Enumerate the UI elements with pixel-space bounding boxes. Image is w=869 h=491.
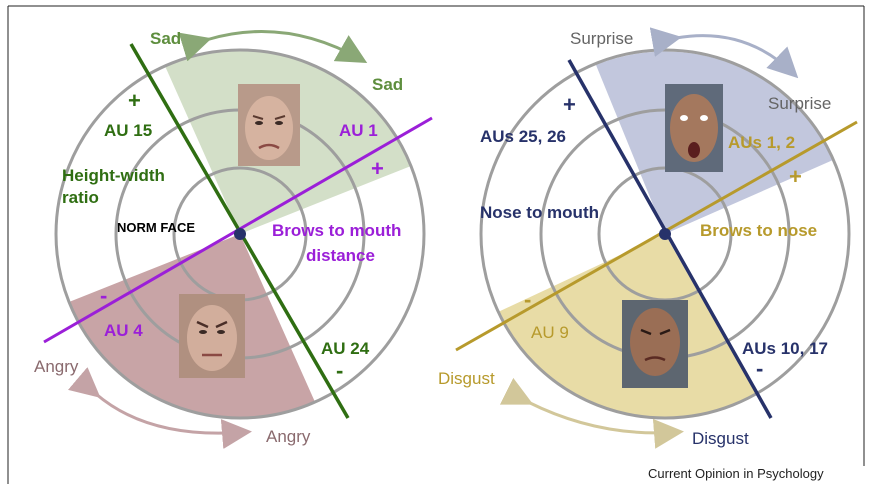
- norm-face-point: [234, 228, 246, 240]
- ratio-label: ratio: [62, 188, 99, 207]
- angry-face-photo: [179, 294, 245, 378]
- surprise-arrow: [649, 27, 799, 79]
- au15-label: AU 15: [104, 121, 152, 140]
- minus-purple-sign: -: [100, 283, 107, 308]
- sad-face-photo: [238, 84, 300, 166]
- disgust-arrow: [499, 377, 684, 449]
- minus-green-sign: -: [336, 358, 343, 383]
- nose-mouth-label: Nose to mouth: [480, 203, 599, 222]
- height-width-label: Height-width: [62, 166, 165, 185]
- sad-label-top: Sad: [150, 29, 181, 48]
- aus-25-26-label: AUs 25, 26: [480, 127, 566, 146]
- aus-1-2-label: AUs 1, 2: [728, 133, 795, 152]
- right-panel: Surprise Surprise + AUs 25, 26 AUs 1, 2 …: [438, 27, 858, 449]
- nose-mouth-axis: [567, 59, 773, 419]
- left-panel: Sad Sad + AU 15 Height-width ratio NORM …: [34, 29, 433, 449]
- angry-arrow: [68, 367, 252, 449]
- plus-green-sign: +: [128, 88, 141, 113]
- disgust-face-photo: [622, 300, 688, 388]
- credit-label: Current Opinion in Psychology: [648, 466, 824, 481]
- brows-nose-axis: [455, 120, 858, 352]
- plus-navy-sign: +: [563, 92, 576, 117]
- au4-label: AU 4: [104, 321, 143, 340]
- brows-nose-label: Brows to nose: [700, 221, 817, 240]
- surprise-face-photo: [665, 84, 723, 172]
- minus-gold-sign: -: [524, 287, 531, 312]
- sad-label-right: Sad: [372, 75, 403, 94]
- au24-label: AU 24: [321, 339, 370, 358]
- center-point: [659, 228, 671, 240]
- disgust-label-left: Disgust: [438, 369, 495, 388]
- norm-face-label: NORM FACE: [117, 220, 195, 235]
- angry-label-left: Angry: [34, 357, 79, 376]
- aus-10-17-label: AUs 10, 17: [742, 339, 828, 358]
- au9-label: AU 9: [531, 323, 569, 342]
- minus-navy-sign: -: [756, 356, 763, 381]
- brows-mouth-label: Brows to mouth: [272, 221, 401, 240]
- distance-label: distance: [306, 246, 375, 265]
- sad-arrow: [178, 30, 368, 63]
- plus-purple-sign: +: [371, 156, 384, 181]
- plus-gold-sign: +: [789, 164, 802, 189]
- disgust-label-bottom: Disgust: [692, 429, 749, 448]
- au1-label: AU 1: [339, 121, 378, 140]
- surprise-label-right: Surprise: [768, 94, 831, 113]
- angry-label-bottom: Angry: [266, 427, 311, 446]
- surprise-label-top: Surprise: [570, 29, 633, 48]
